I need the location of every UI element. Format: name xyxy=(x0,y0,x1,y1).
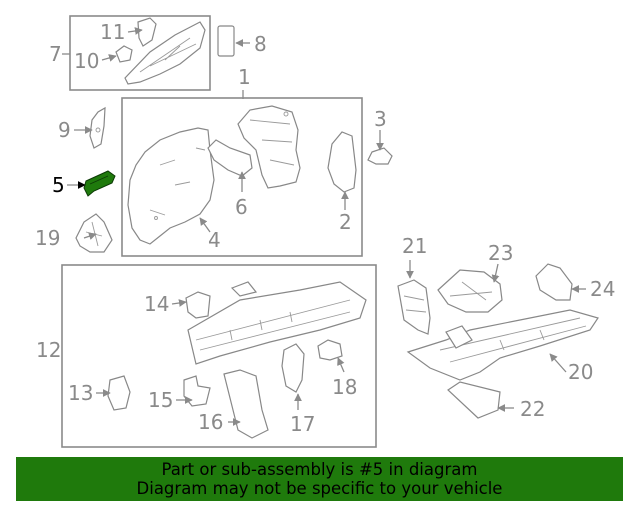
leader-lines xyxy=(62,27,586,426)
banner-line-2: Diagram may not be specific to your vehi… xyxy=(136,479,503,498)
part-13-plug xyxy=(107,375,131,411)
part-info-banner: Part or sub-assembly is #5 in diagram Di… xyxy=(16,457,623,501)
group-frame-1 xyxy=(121,97,363,257)
banner-line-1: Part or sub-assembly is #5 in diagram xyxy=(161,460,478,479)
part-22-panel xyxy=(447,381,501,419)
callout-5: 5 xyxy=(52,173,65,197)
part-16-panel xyxy=(223,369,269,439)
part-15-bracket xyxy=(183,375,211,407)
callout-23: 23 xyxy=(488,241,513,265)
part-9-bracket xyxy=(89,106,106,149)
callout-17: 17 xyxy=(290,412,315,436)
callout-3: 3 xyxy=(374,107,387,131)
part-18-bracket xyxy=(317,339,343,361)
part-17-bracket xyxy=(281,343,305,393)
callout-19: 19 xyxy=(35,226,60,250)
callout-21: 21 xyxy=(402,234,427,258)
callout-24: 24 xyxy=(590,277,615,301)
callout-1: 1 xyxy=(238,65,251,89)
group-frame-12 xyxy=(61,264,377,448)
part-2-panel xyxy=(327,131,357,193)
callout-9: 9 xyxy=(58,118,71,142)
part-4-wheelhouse xyxy=(127,127,215,245)
callout-6: 6 xyxy=(235,195,248,219)
callout-22: 22 xyxy=(520,397,545,421)
callout-7: 7 xyxy=(49,42,62,66)
callout-20: 20 xyxy=(568,360,593,384)
callout-2: 2 xyxy=(339,210,352,234)
callout-18: 18 xyxy=(332,375,357,399)
callout-11: 11 xyxy=(100,20,125,44)
part-5-highlighted-bracket xyxy=(83,170,116,197)
callout-8: 8 xyxy=(254,32,267,56)
callout-10: 10 xyxy=(74,49,99,73)
part-19-bracket xyxy=(75,213,113,253)
part-24-bracket xyxy=(535,263,573,301)
part-1-panel xyxy=(237,105,301,189)
callout-16: 16 xyxy=(198,410,223,434)
part-23-panel xyxy=(437,269,503,313)
part-21-bracket xyxy=(397,279,431,335)
part-6-bracket xyxy=(207,139,253,177)
part-12-rail xyxy=(187,281,367,365)
callout-14: 14 xyxy=(144,292,169,316)
part-10-upper-rail xyxy=(115,21,206,85)
part-11-bracket xyxy=(137,17,157,47)
part-14-bracket xyxy=(185,291,211,319)
callout-12: 12 xyxy=(36,338,61,362)
callout-15: 15 xyxy=(148,388,173,412)
part-20-frame xyxy=(406,309,599,381)
callout-13: 13 xyxy=(68,381,93,405)
callout-4: 4 xyxy=(208,228,221,252)
group-frame-7 xyxy=(69,15,211,91)
part-8-plate xyxy=(217,25,235,57)
part-3-bracket xyxy=(367,147,393,165)
